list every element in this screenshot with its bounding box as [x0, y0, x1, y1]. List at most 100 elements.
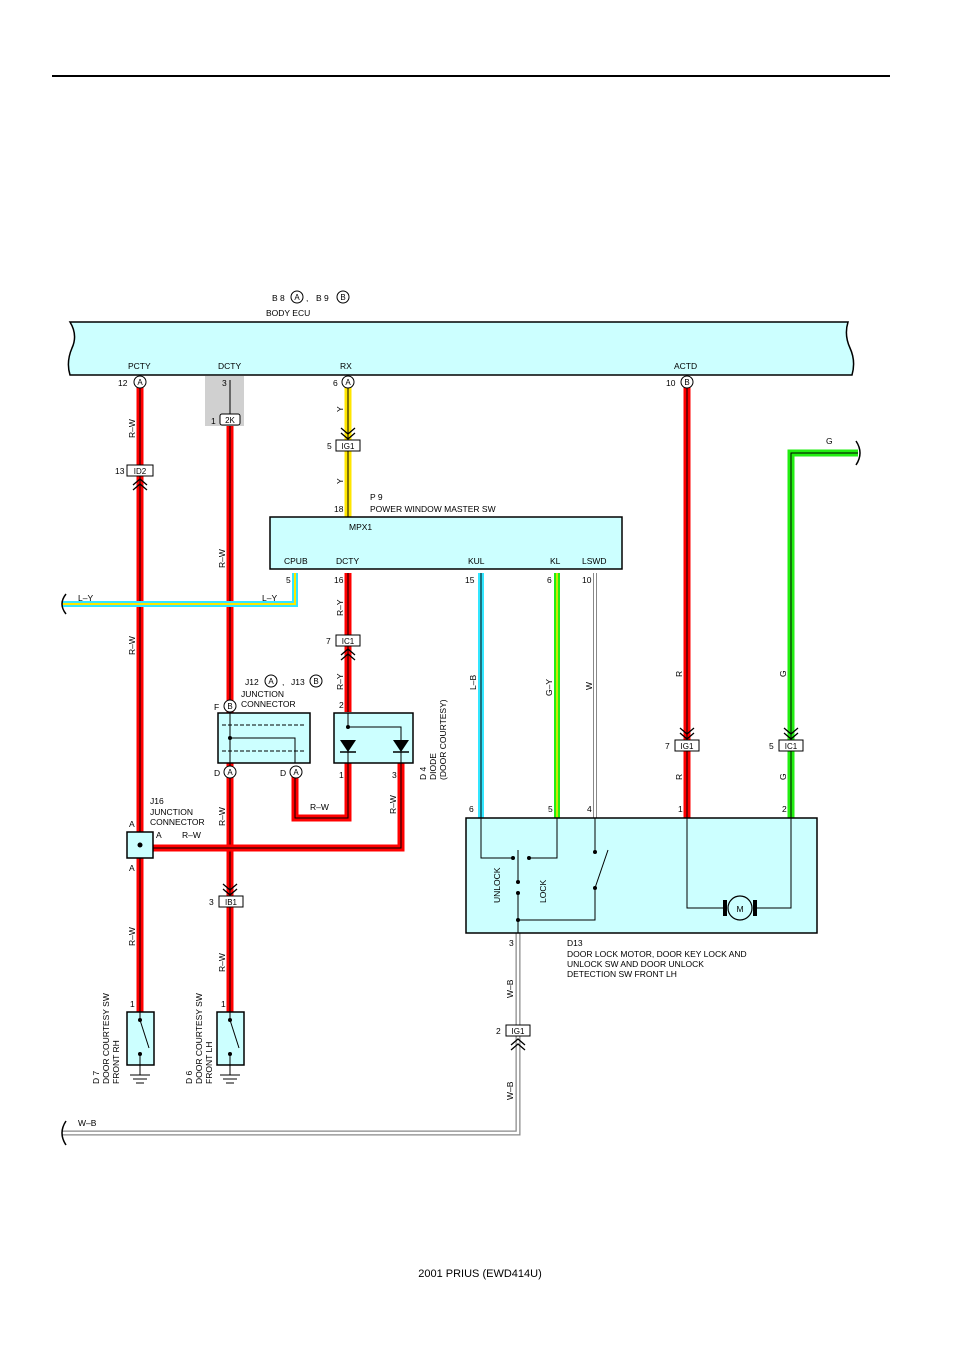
ecu-id1: B 8 — [272, 293, 285, 303]
svg-text:A: A — [129, 819, 135, 829]
svg-text:A: A — [227, 768, 233, 777]
svg-text:G–Y: G–Y — [544, 679, 554, 696]
door-courtesy-sw-d6: 1 D 6 DOOR COURTESY SW FRONT LH — [184, 993, 245, 1085]
svg-text:W–B: W–B — [505, 1081, 515, 1100]
svg-text:12: 12 — [118, 378, 128, 388]
svg-text:3: 3 — [222, 378, 227, 388]
svg-text:LOCK: LOCK — [538, 880, 548, 903]
diode-d4: 2 1 3 D 4 DIODE (DOOR COURTESY) — [333, 699, 448, 780]
junction-connector-j12: J12 A , J13 B JUNCTION CONNECTOR F B D A… — [214, 674, 323, 779]
svg-text:A: A — [129, 863, 135, 873]
ecu-box — [67, 321, 855, 376]
svg-text:CONNECTOR: CONNECTOR — [241, 699, 296, 709]
svg-text:10: 10 — [582, 575, 592, 585]
svg-text:MPX1: MPX1 — [349, 522, 372, 532]
svg-text:FRONT RH: FRONT RH — [111, 1040, 121, 1084]
svg-text:J16: J16 — [150, 796, 164, 806]
svg-text:F: F — [214, 702, 219, 712]
svg-text:JUNCTION: JUNCTION — [150, 807, 193, 817]
svg-text:DCTY: DCTY — [336, 556, 359, 566]
svg-text:W: W — [584, 682, 594, 690]
ecu-pin-rx: RX — [340, 361, 352, 371]
svg-text:J13: J13 — [291, 677, 305, 687]
svg-text:5: 5 — [769, 741, 774, 751]
svg-text:IG1: IG1 — [512, 1027, 525, 1036]
svg-text:DETECTION SW FRONT LH: DETECTION SW FRONT LH — [567, 969, 677, 979]
svg-text:UNLOCK SW AND DOOR UNLOCK: UNLOCK SW AND DOOR UNLOCK — [567, 959, 704, 969]
door-lock-motor-d13: 6 5 4 1 2 UNLOCK LOCK M 3 — [465, 804, 818, 979]
svg-text:6: 6 — [333, 378, 338, 388]
body-ecu: B 8 A , B 9 B BODY ECU PCTY DCTY RX ACTD — [67, 290, 855, 376]
svg-text:3: 3 — [392, 770, 397, 780]
ecu-pin-pcty: PCTY — [128, 361, 151, 371]
svg-text:D13: D13 — [567, 938, 583, 948]
svg-text:3: 3 — [509, 938, 514, 948]
svg-text:A: A — [137, 378, 143, 387]
svg-text:R–W: R–W — [127, 636, 137, 655]
svg-text:IC1: IC1 — [342, 637, 355, 646]
svg-text:L–Y: L–Y — [78, 593, 93, 603]
svg-text:M: M — [736, 904, 743, 914]
svg-text:,: , — [282, 677, 284, 687]
svg-text:D 7: D 7 — [91, 1071, 101, 1085]
svg-text:1: 1 — [211, 416, 216, 426]
svg-text:CONNECTOR: CONNECTOR — [150, 817, 205, 827]
svg-text:5: 5 — [548, 804, 553, 814]
svg-text:J12: J12 — [245, 677, 259, 687]
wire-breaks — [61, 440, 861, 1146]
svg-text:R–W: R–W — [127, 419, 137, 438]
svg-text:D: D — [280, 768, 286, 778]
svg-text:G: G — [778, 773, 788, 780]
svg-text:R–W: R–W — [127, 927, 137, 946]
svg-text:7: 7 — [665, 741, 670, 751]
svg-text:A: A — [293, 768, 299, 777]
svg-text:2: 2 — [496, 1026, 501, 1036]
svg-text:P 9: P 9 — [370, 492, 383, 502]
svg-text:7: 7 — [326, 636, 331, 646]
ecu-pin-numbers: 12 A 3 6 A 10 B — [118, 375, 694, 389]
svg-text:FRONT LH: FRONT LH — [204, 1042, 214, 1084]
svg-text:R–W: R–W — [217, 807, 227, 826]
ecu-pin-actd: ACTD — [674, 361, 697, 371]
power-window-master-sw: 18 P 9 POWER WINDOW MASTER SW MPX1 CPUB … — [269, 492, 623, 585]
svg-text:KL: KL — [550, 556, 561, 566]
svg-text:B: B — [684, 378, 689, 387]
svg-text:IB1: IB1 — [225, 898, 238, 907]
svg-text:POWER WINDOW MASTER SW: POWER WINDOW MASTER SW — [370, 504, 496, 514]
svg-text:B: B — [313, 677, 318, 686]
inline-connectors: 1 2K 5 IG1 13 ID2 7 IC1 7 IG1 5 IC1 3 — [115, 413, 804, 1051]
svg-text:Y: Y — [335, 478, 345, 484]
svg-text:L–Y: L–Y — [262, 593, 277, 603]
svg-text:G: G — [778, 670, 788, 677]
svg-text:A: A — [345, 378, 351, 387]
svg-text:5: 5 — [286, 575, 291, 585]
ecu-label: BODY ECU — [266, 308, 310, 318]
svg-text:10: 10 — [666, 378, 676, 388]
svg-text:3: 3 — [209, 897, 214, 907]
svg-text:1: 1 — [678, 804, 683, 814]
svg-text:UNLOCK: UNLOCK — [492, 867, 502, 903]
svg-text:,: , — [306, 293, 308, 303]
ecu-id2: B 9 — [316, 293, 329, 303]
svg-text:A: A — [156, 830, 162, 840]
svg-text:R: R — [674, 671, 684, 677]
svg-text:R–Y: R–Y — [335, 599, 345, 616]
svg-text:IC1: IC1 — [785, 742, 798, 751]
wire-labels: R–W R–W R–W R–W R–W R–W Y Y L–Y L–Y R–Y … — [78, 406, 833, 1128]
svg-text:6: 6 — [469, 804, 474, 814]
ecu-c1: A — [294, 293, 300, 302]
svg-text:1: 1 — [221, 999, 226, 1009]
svg-text:5: 5 — [327, 441, 332, 451]
svg-text:1: 1 — [339, 770, 344, 780]
svg-text:B: B — [227, 702, 232, 711]
svg-text:D 6: D 6 — [184, 1071, 194, 1085]
svg-text:JUNCTION: JUNCTION — [241, 689, 284, 699]
svg-text:R–W: R–W — [388, 795, 398, 814]
svg-text:1: 1 — [130, 999, 135, 1009]
ecu-pin-dcty: DCTY — [218, 361, 241, 371]
svg-text:R–Y: R–Y — [335, 673, 345, 690]
svg-text:Y: Y — [335, 406, 345, 412]
svg-text:A: A — [268, 677, 274, 686]
svg-text:LSWD: LSWD — [582, 556, 607, 566]
